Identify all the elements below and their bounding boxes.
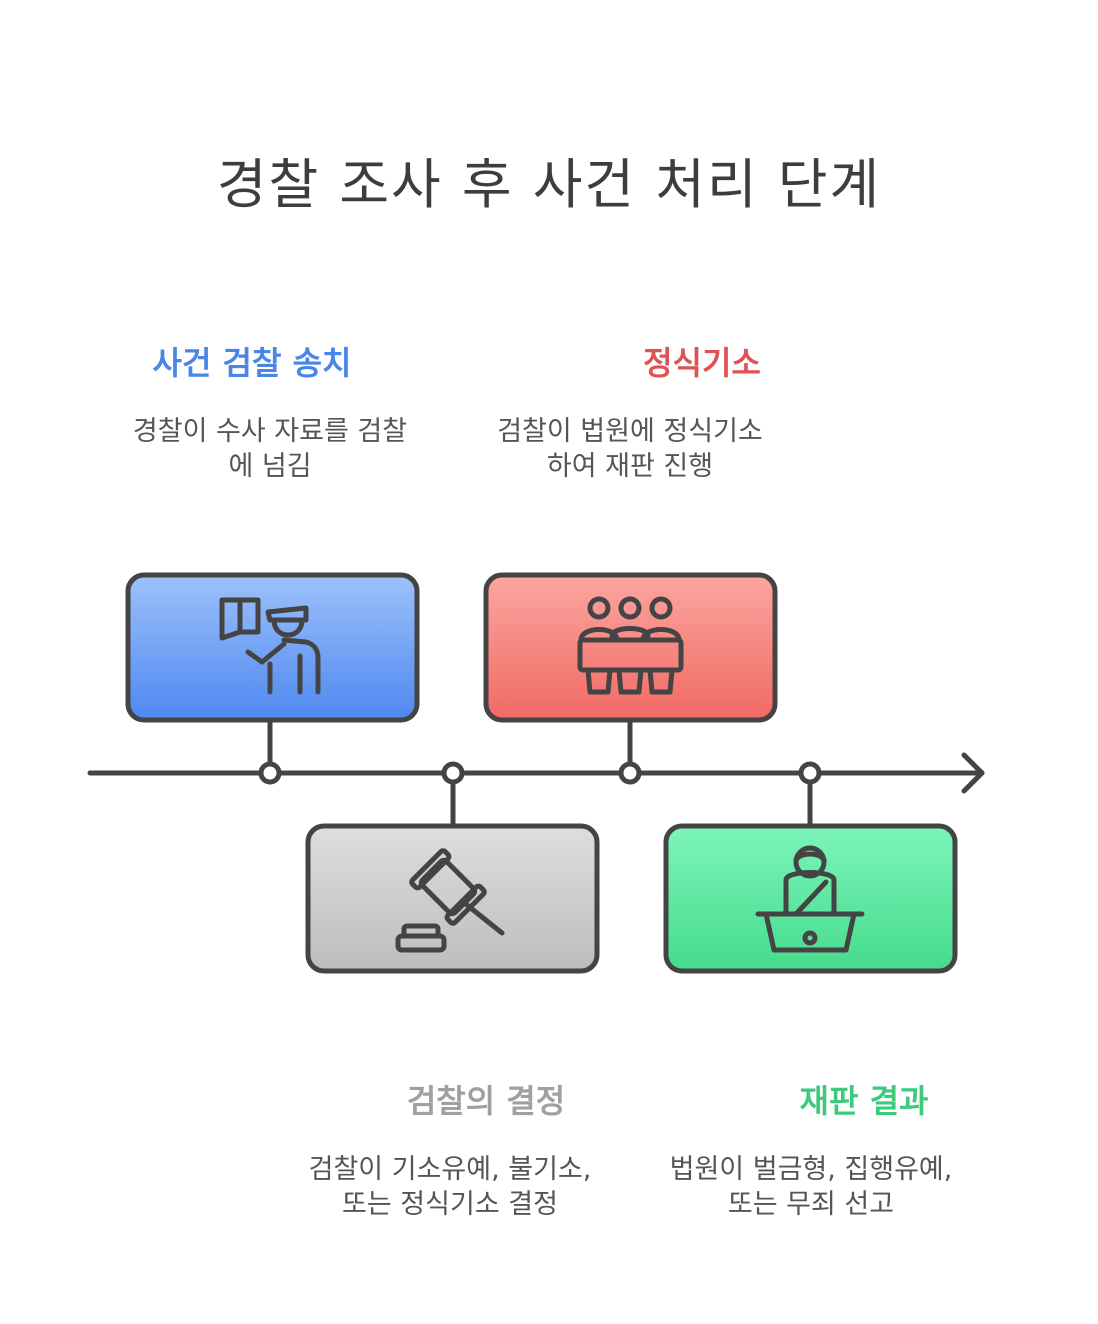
gavel-icon (395, 848, 505, 953)
timeline-node-4 (798, 761, 822, 785)
stage-1-title: 사건 검찰 송치 (152, 344, 352, 382)
stage-2-title: 검찰의 결정 (406, 1082, 566, 1120)
police-officer-icon (219, 597, 321, 695)
connectors (267, 720, 813, 826)
stage-2-card (305, 823, 600, 974)
stage-1-card (125, 572, 420, 723)
arrow-head-icon (961, 752, 985, 794)
stage-1-description: 경찰이 수사 자료를 검찰에 넘김 (132, 416, 408, 482)
stage-4-description: 법원이 벌금형, 집행유예, 또는 무죄 선고 (669, 1154, 953, 1220)
timeline-axis (87, 752, 985, 794)
stage-4-title: 재판 결과 (799, 1082, 929, 1120)
judge-icon (755, 845, 865, 953)
stage-3-description: 검찰이 법원에 정식기소하여 재판 진행 (497, 416, 763, 482)
timeline-node-2 (441, 761, 465, 785)
stage-2-description: 검찰이 기소유예, 불기소, 또는 정식기소 결정 (308, 1154, 592, 1220)
timeline-node-1 (258, 761, 282, 785)
stage-4-card (663, 823, 958, 974)
stage-3-title: 정식기소 (643, 344, 761, 382)
jury-icon (577, 596, 684, 695)
page-title: 경찰 조사 후 사건 처리 단계 (216, 153, 882, 216)
stage-3-card (483, 572, 778, 723)
timeline-node-3 (618, 761, 642, 785)
